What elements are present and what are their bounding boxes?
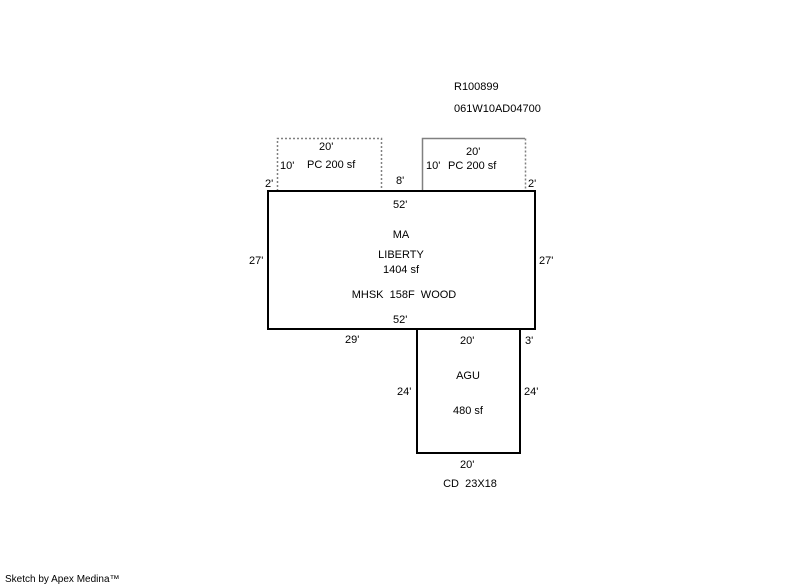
- garage-code: AGU: [456, 370, 480, 382]
- garage-area: 480 sf: [453, 405, 484, 417]
- porch-right-label: PC 200 sf: [448, 160, 497, 172]
- record-id: R100899: [454, 81, 499, 93]
- gap-label: 8': [396, 175, 404, 187]
- main-top-dim: 52': [393, 199, 407, 211]
- garage-left-dim: 24': [397, 386, 411, 398]
- garage-offset: 3': [525, 335, 533, 347]
- main-bottom-left-segment: 29': [345, 334, 359, 346]
- main-code: MA: [393, 229, 410, 241]
- porch-left-width: 20': [319, 141, 333, 153]
- porch-right-outline: [421, 137, 525, 191]
- extra-label: CD 23X18: [443, 478, 497, 490]
- footer-credit: Sketch by Apex Medina™: [5, 574, 120, 585]
- garage-bottom-dim: 20': [460, 459, 474, 471]
- garage-outline: [416, 329, 521, 454]
- porch-left-outline: [276, 137, 383, 191]
- garage-right-dim: 24': [524, 386, 538, 398]
- parcel-id: 061W10AD04700: [454, 103, 541, 115]
- main-name: LIBERTY: [378, 249, 424, 261]
- main-right-dim: 27': [539, 255, 553, 267]
- main-bottom-dim: 52': [393, 314, 407, 326]
- porch-left-label: PC 200 sf: [307, 159, 356, 171]
- main-left-dim: 27': [249, 255, 263, 267]
- porch-left-offset: 2': [265, 178, 273, 190]
- main-area: 1404 sf: [383, 264, 420, 276]
- porch-left-depth: 10': [280, 160, 294, 172]
- porch-right-offset: 2': [528, 178, 536, 190]
- porch-right-width: 20': [466, 146, 480, 158]
- main-details: MHSK 158F WOOD: [352, 289, 457, 301]
- garage-top-dim: 20': [460, 335, 474, 347]
- porch-right-depth: 10': [426, 160, 440, 172]
- main-area-outline: [267, 190, 536, 330]
